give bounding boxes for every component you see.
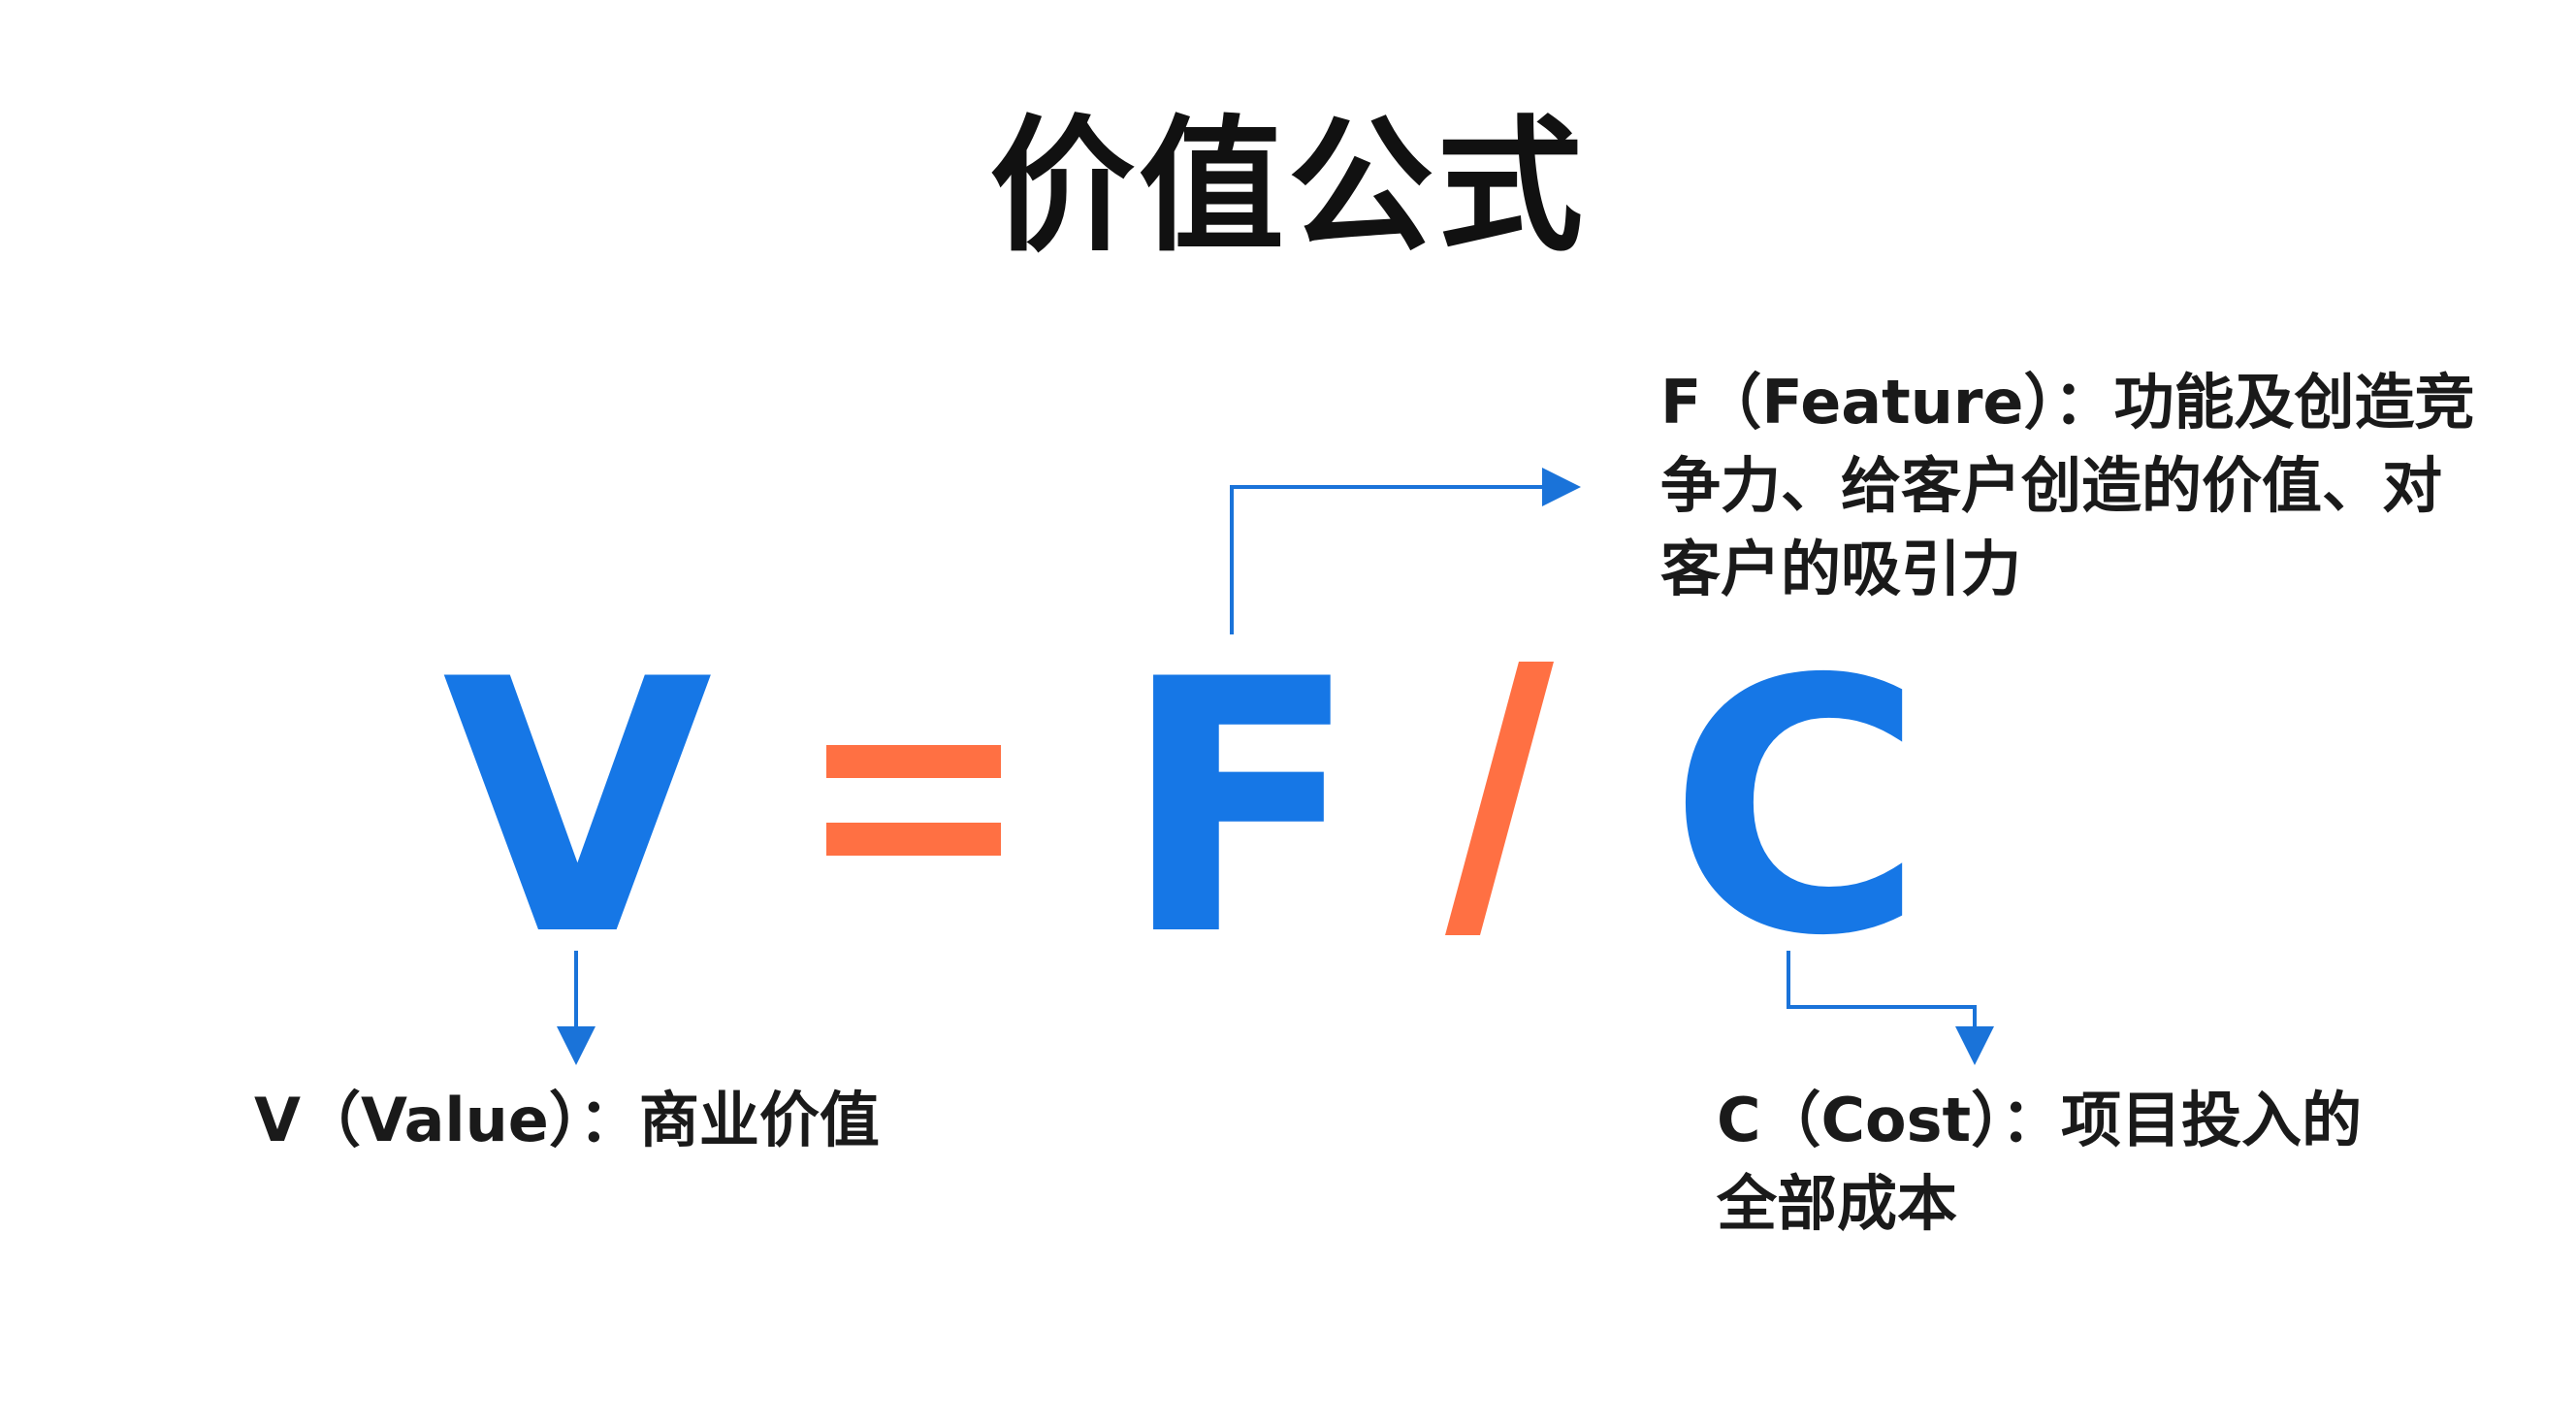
- formula-f-letter: F: [1121, 605, 1360, 1012]
- arrow-c-to-cost-label: [1787, 951, 1994, 1065]
- feature-label: F（Feature）：功能及创造竞争力、给客户创造的价值、对客户的吸引力: [1660, 367, 2475, 604]
- value-label: V（Value）：商业价值: [254, 1085, 880, 1155]
- arrow-f-to-feature-label: [1230, 468, 1581, 634]
- equals-sign-top-bar: [826, 745, 1001, 778]
- cost-label: C（Cost）：项目投入的全部成本: [1717, 1085, 2363, 1239]
- page-title: 价值公式: [988, 103, 1587, 272]
- formula-v-letter: V: [442, 605, 713, 1012]
- divide-slash: [1445, 662, 1554, 935]
- formula-c-letter: C: [1668, 605, 1925, 1012]
- equals-sign-bottom-bar: [826, 823, 1001, 856]
